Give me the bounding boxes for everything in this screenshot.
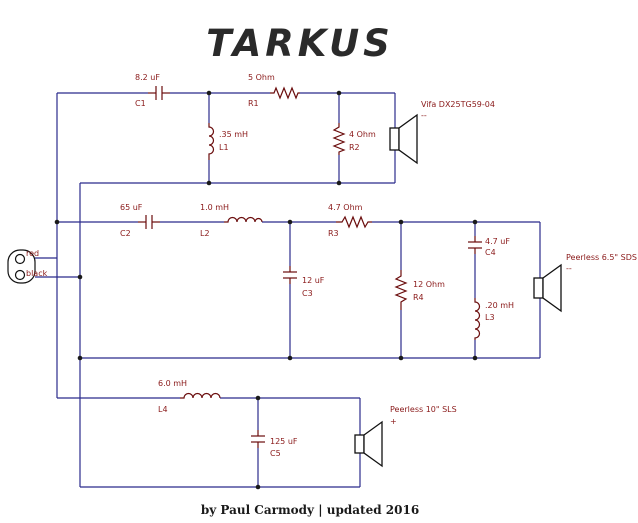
l2-value: 1.0 mH [200,203,229,212]
r4-value: 12 Ohm [413,280,445,289]
resistor-r2 [332,123,346,155]
black-terminal-label: black [26,269,48,278]
r2-ref: R2 [349,143,360,152]
red-terminal-label: red [26,249,39,258]
l2-ref: L2 [200,229,210,238]
l3-value: .20 mH [485,301,514,310]
footer-credit: by Paul Carmody | updated 2016 [201,503,419,517]
wires [35,92,541,488]
r3-ref: R3 [328,229,339,238]
c4-ref: C4 [485,248,496,257]
l4-ref: L4 [158,405,168,414]
c1-ref: C1 [135,99,146,108]
midrange-speaker-icon [533,263,562,313]
r2-value: 4 Ohm [349,130,376,139]
resistor-r3 [336,215,372,229]
c3-value: 12 uF [302,276,325,285]
l1-ref: L1 [219,143,229,152]
capacitor-c1 [148,86,170,100]
l1-value: .35 mH [219,130,248,139]
c1-value: 8.2 uF [135,73,160,82]
junction-nodes [54,90,478,490]
page-title: TARKUS [206,22,394,65]
r4-ref: R4 [413,293,424,302]
l3-ref: L3 [485,313,495,322]
mid-driver-sub: -- [566,264,572,273]
capacitor-c2 [138,215,160,229]
r1-ref: R1 [248,99,259,108]
resistor-r1 [270,86,300,100]
tweeter-driver-label: Vifa DX25TG59-04 [421,100,495,109]
woofer-speaker-icon [354,420,383,468]
capacitor-c4 [468,236,482,254]
c5-ref: C5 [270,449,281,458]
capacitor-c3 [283,266,297,284]
capacitor-c5 [251,430,265,448]
woofer-plus-label: + [390,417,397,426]
c2-value: 65 uF [120,203,143,212]
inductor-l4 [180,392,221,399]
tweeter-speaker-icon [389,113,418,165]
woofer-driver-label: Peerless 10" SLS [390,405,457,414]
c3-ref: C3 [302,289,313,298]
c2-ref: C2 [120,229,131,238]
inductor-l2 [224,216,263,223]
mid-driver-label: Peerless 6.5" SDS [566,253,637,262]
l4-value: 6.0 mH [158,379,187,388]
r3-value: 4.7 Ohm [328,203,363,212]
tweeter-driver-sub: -- [421,111,427,120]
inductor-l1 [208,123,215,160]
inductor-l3 [474,298,481,340]
input-terminal[interactable] [7,249,36,284]
resistor-r4 [394,270,408,310]
c5-value: 125 uF [270,437,298,446]
r1-value: 5 Ohm [248,73,275,82]
c4-value: 4.7 uF [485,237,510,246]
